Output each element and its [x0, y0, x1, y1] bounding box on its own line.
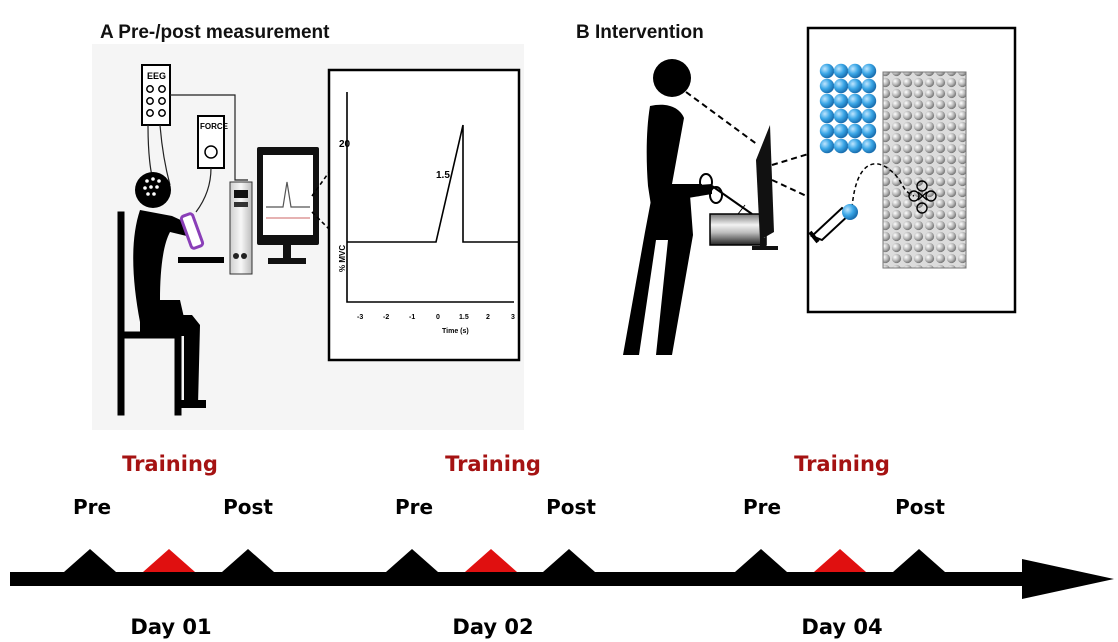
ramp-label: 1.5 — [436, 170, 450, 181]
x-tick: -1 — [409, 314, 415, 321]
training-box — [709, 204, 767, 246]
pre-label: Pre — [73, 495, 111, 519]
blue-sphere — [819, 123, 835, 139]
x-tick: 3 — [511, 314, 515, 321]
blue-sphere — [847, 93, 863, 109]
training-label: Training — [445, 452, 541, 476]
post-label: Post — [223, 495, 273, 519]
timeline-arrowhead — [1022, 559, 1114, 599]
blue-sphere — [847, 138, 863, 154]
blue-sphere — [819, 138, 835, 154]
blue-sphere — [847, 123, 863, 139]
day-label: Day 01 — [130, 615, 211, 639]
day-label: Day 02 — [452, 615, 533, 639]
blue-sphere — [861, 78, 877, 94]
blue-sphere — [833, 123, 849, 139]
blue-sphere — [847, 108, 863, 124]
standing-person — [623, 59, 712, 355]
timeline-day-2: Training Pre Post Day 02 — [386, 452, 596, 639]
pre-label: Pre — [395, 495, 433, 519]
post-marker — [222, 549, 274, 572]
standing-person-head — [653, 59, 691, 97]
timeline-axis — [10, 572, 1038, 586]
blue-sphere — [833, 108, 849, 124]
monitor — [257, 147, 319, 264]
computer-tower — [229, 181, 253, 275]
y-tick-20: 20 — [339, 139, 351, 150]
blue-sphere — [833, 63, 849, 79]
timeline-day-4: Training Pre Post Day 04 — [735, 452, 945, 639]
x-tick: 1.5 — [459, 314, 469, 321]
x-tick: -2 — [383, 314, 389, 321]
hand-force-device — [179, 212, 205, 250]
force-trace-line — [347, 124, 520, 243]
training-marker — [465, 549, 517, 572]
panel-a-title: A Pre-/post measurement — [100, 22, 330, 43]
blue-sphere-cluster — [819, 63, 877, 154]
seated-person — [133, 172, 206, 408]
x-tick: 0 — [436, 314, 440, 321]
timeline: Training Pre Post Day 01 Training Pre Po… — [10, 452, 1114, 639]
blue-sphere — [819, 93, 835, 109]
x-tick: 2 — [486, 314, 490, 321]
training-label: Training — [122, 452, 218, 476]
grasper-tool-icon — [808, 204, 858, 244]
post-marker — [893, 549, 945, 572]
x-axis-label: Time (s) — [442, 328, 469, 335]
pre-marker — [386, 549, 438, 572]
force-sensor-icon — [204, 145, 218, 159]
blue-sphere — [861, 138, 877, 154]
day-label: Day 04 — [801, 615, 882, 639]
blue-sphere — [819, 78, 835, 94]
blue-sphere — [861, 123, 877, 139]
force-label: FORCE — [200, 122, 229, 131]
post-marker — [543, 549, 595, 572]
panel-a-illustration: EEG FORCE — [117, 64, 521, 416]
eeg-electrodes — [146, 85, 166, 117]
blue-sphere — [819, 63, 835, 79]
blue-sphere — [833, 93, 849, 109]
blue-sphere — [847, 78, 863, 94]
target-ring — [908, 180, 937, 214]
force-trace-plot: 20 1.5 % MVC -3 -2 -1 0 1.5 2 3 Time (s) — [327, 68, 521, 362]
blue-sphere — [833, 138, 849, 154]
blue-sphere — [861, 63, 877, 79]
training-label: Training — [794, 452, 890, 476]
transfer-path — [851, 163, 915, 209]
blue-sphere — [819, 108, 835, 124]
panel-b-illustration — [623, 26, 1017, 355]
task-view-panel — [806, 26, 1017, 314]
pre-marker — [64, 549, 116, 572]
x-tick: -3 — [357, 314, 363, 321]
desk — [178, 257, 224, 263]
grey-sphere-field — [882, 71, 967, 269]
blue-sphere — [861, 93, 877, 109]
blue-sphere — [847, 63, 863, 79]
post-label: Post — [546, 495, 596, 519]
pre-marker — [735, 549, 787, 572]
pre-label: Pre — [743, 495, 781, 519]
person-head-eeg-cap — [135, 172, 171, 208]
training-screen — [752, 125, 778, 250]
eeg-label: EEG — [147, 71, 166, 81]
post-label: Post — [895, 495, 945, 519]
blue-sphere — [833, 78, 849, 94]
training-marker — [814, 549, 866, 572]
timeline-day-1: Training Pre Post Day 01 — [64, 452, 274, 639]
surgical-instrument-icon — [699, 173, 753, 215]
blue-sphere — [861, 108, 877, 124]
panel-b-title: B Intervention — [576, 22, 704, 43]
y-axis-label: % MVC — [338, 245, 347, 272]
gaze-lines — [685, 91, 816, 201]
x-tick-labels: -3 -2 -1 0 1.5 2 3 — [357, 314, 515, 321]
training-marker — [143, 549, 195, 572]
